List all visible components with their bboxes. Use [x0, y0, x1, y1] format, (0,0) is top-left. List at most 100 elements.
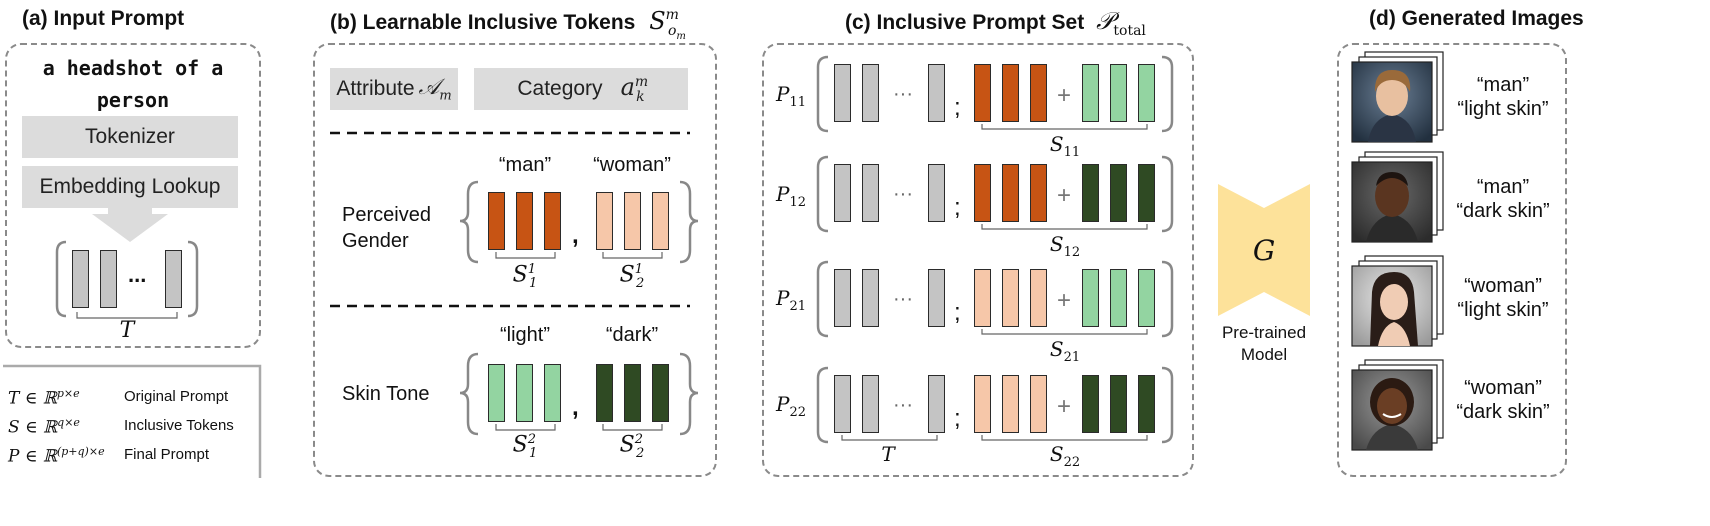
gen-label-woman: “woman” [1464, 275, 1542, 297]
panel-b-braces [459, 180, 699, 436]
gen-label-dark-skin: “dark skin” [1456, 200, 1550, 222]
gen-label-dark-skin: “dark skin” [1456, 401, 1550, 423]
prompt-sub-s11: S11 [1049, 132, 1081, 160]
skin-token [1138, 269, 1155, 327]
legend-label-original: Original Prompt [124, 388, 229, 405]
light-token [516, 364, 533, 422]
gender-token [1030, 64, 1047, 122]
gender-token [1002, 269, 1019, 327]
prompt-token [100, 250, 117, 308]
dark-token [652, 364, 669, 422]
model-caption: Pre-trained Model [1221, 323, 1307, 364]
legend-frame [3, 364, 262, 478]
dark-token [596, 364, 613, 422]
man-token [488, 192, 505, 250]
comma: , [572, 222, 579, 249]
legend-symbol-inclusive: S ∈ ℝq×e [8, 416, 80, 438]
man-token [544, 192, 561, 250]
gender-token [974, 64, 991, 122]
row-dots: ··· [893, 183, 913, 205]
row-dots: ··· [893, 83, 913, 105]
quote-light: “light” [499, 324, 551, 346]
skin-token [1110, 64, 1127, 122]
comma: , [572, 394, 579, 421]
prompt-sub-s22: S22 [1049, 442, 1081, 470]
prompt-row-label-p21: P21 [776, 286, 807, 314]
gender-sub-s11: S11 [512, 262, 538, 291]
dark-skin-woman-face [1351, 369, 1433, 451]
gender-token [1030, 164, 1047, 222]
woman-token [624, 192, 641, 250]
light-skin-woman-face [1351, 265, 1433, 347]
skin-row-label: Skin Tone [342, 383, 430, 405]
prompt-brace-label: T [119, 318, 135, 343]
skin-sub-s12: S21 [512, 432, 538, 461]
gray-token [928, 164, 945, 222]
embedding-arrow [92, 208, 168, 242]
embedding-lookup-box: Embedding Lookup [22, 166, 238, 208]
row-semicolon: ; [954, 194, 961, 221]
gender-token [1002, 64, 1019, 122]
skin-sub-s22: S22 [619, 432, 645, 461]
skin-token [1110, 269, 1127, 327]
prompt-brackets [55, 240, 199, 319]
prompt-text: a headshot of a person [42, 56, 224, 112]
man-token [516, 192, 533, 250]
row-semicolon: ; [954, 94, 961, 121]
light-token [488, 364, 505, 422]
skin-token [1082, 64, 1099, 122]
prompt-row-label-p22: P22 [776, 392, 807, 420]
panel-b-frame [313, 43, 717, 477]
light-token [544, 364, 561, 422]
gray-token [862, 64, 879, 122]
quote-woman: “woman” [593, 154, 671, 176]
row-plus: + [1057, 287, 1072, 314]
gray-token [862, 375, 879, 433]
gray-token [928, 64, 945, 122]
panel-c-title: (c) Inclusive Prompt Set 𝒫total [845, 7, 1146, 39]
legend-label-final: Final Prompt [124, 446, 210, 463]
gray-token [834, 375, 851, 433]
dark-skin-man-face [1351, 161, 1433, 243]
gray-token [862, 269, 879, 327]
row-semicolon: ; [954, 405, 961, 432]
gender-token [1002, 375, 1019, 433]
gender-sub-s21: S12 [619, 262, 645, 291]
gender-token [974, 164, 991, 222]
row-plus: + [1057, 182, 1072, 209]
skin-token [1082, 375, 1099, 433]
woman-token [652, 192, 669, 250]
gen-label-woman: “woman” [1464, 377, 1542, 399]
dark-token [624, 364, 641, 422]
panel-b-title-math: Smom [649, 7, 686, 42]
legend-symbol-final: P ∈ ℝ(p+q)×e [8, 445, 105, 467]
skin-token [1082, 164, 1099, 222]
quote-dark: “dark” [605, 324, 659, 346]
panel-b-separators [330, 131, 690, 308]
legend-symbol-original: T ∈ ℝp×e [8, 387, 80, 409]
row-plus: + [1057, 82, 1072, 109]
gray-token [928, 269, 945, 327]
panel-c-frame [762, 43, 1194, 477]
model-symbol: G [1252, 234, 1276, 267]
panel-c-brackets [816, 55, 1174, 444]
gender-token [1030, 269, 1047, 327]
prompt-token [72, 250, 89, 308]
panel-a-title: (a) Input Prompt [22, 7, 185, 30]
gen-label-man: “man” [1476, 176, 1530, 198]
gray-token [928, 375, 945, 433]
gen-label-light-skin: “light skin” [1457, 299, 1549, 321]
gender-token [1030, 375, 1047, 433]
prompt-t-label: T [881, 442, 895, 466]
gen-label-light-skin: “light skin” [1457, 98, 1549, 120]
prompt-row-label-p12: P12 [776, 182, 807, 210]
gender-token [1002, 164, 1019, 222]
skin-token [1138, 64, 1155, 122]
gray-token [834, 164, 851, 222]
skin-token [1138, 375, 1155, 433]
prompt-sub-s12: S12 [1049, 232, 1081, 260]
